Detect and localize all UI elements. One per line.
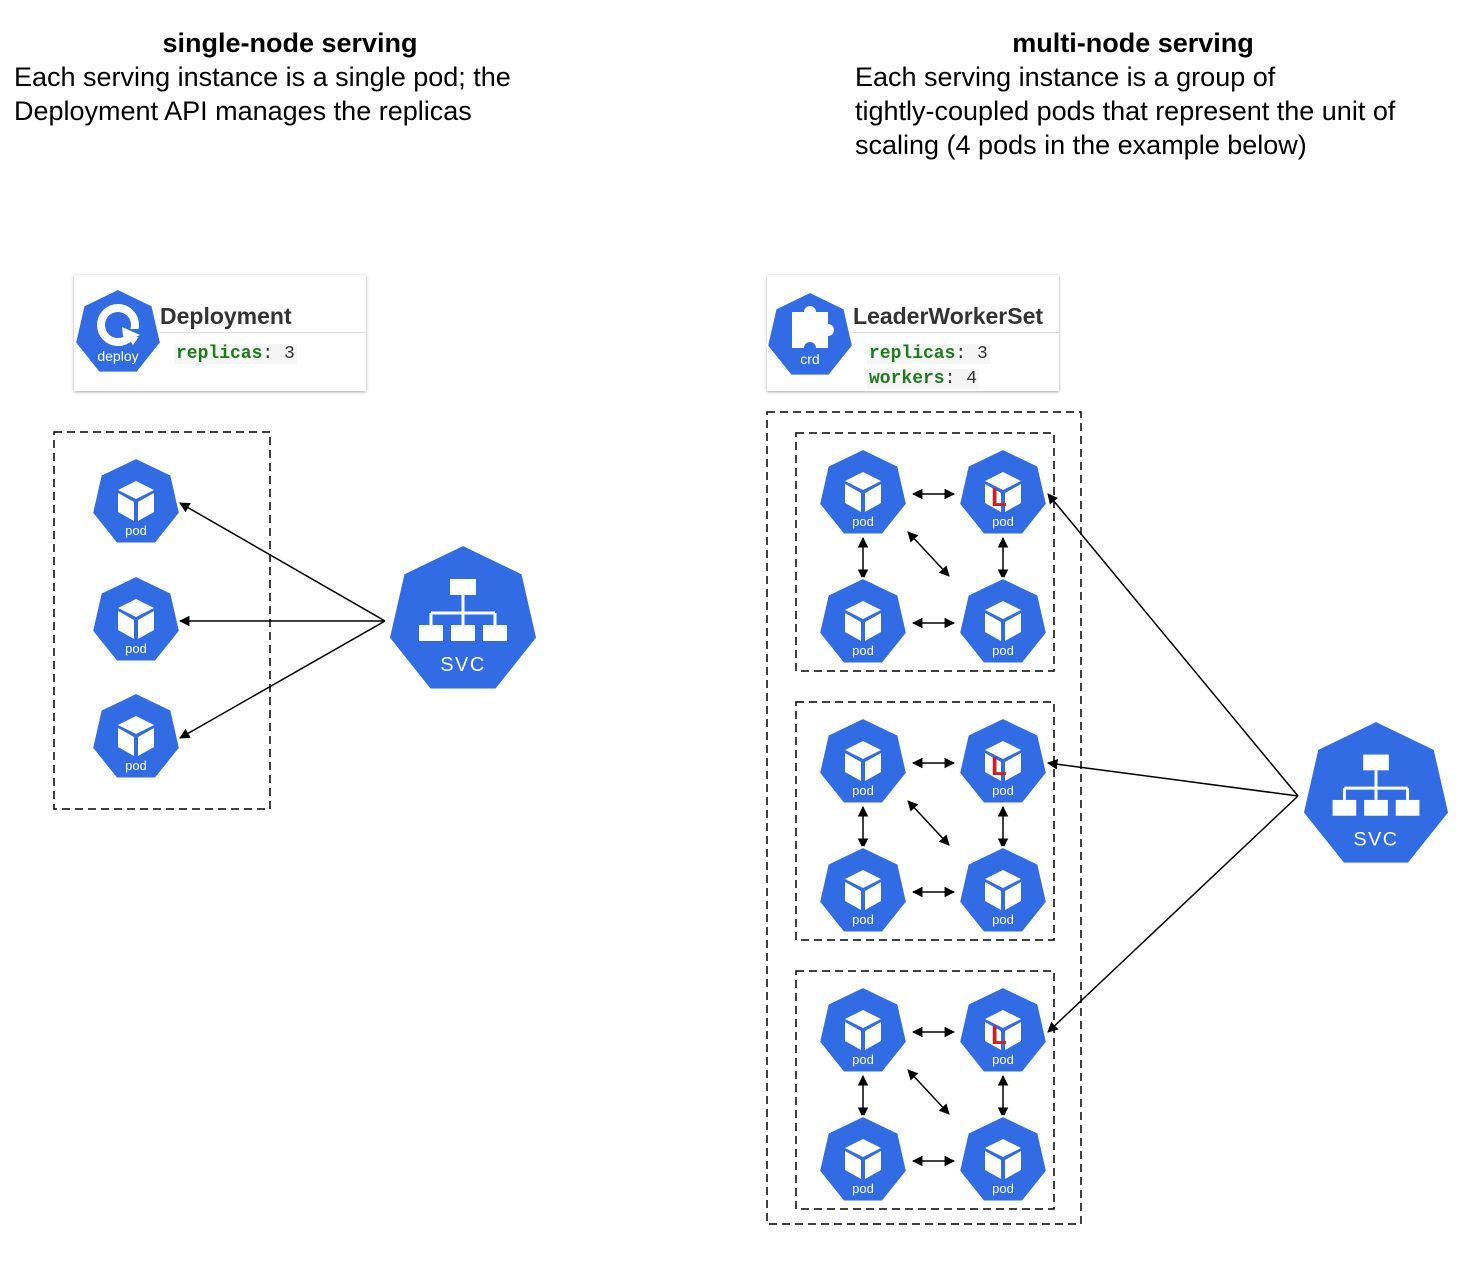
replicas-key: replicas [869, 344, 956, 364]
deployment-card-title: Deployment [160, 303, 292, 329]
svc-to-leader-arrow [1047, 493, 1299, 797]
leader-mark: L [991, 1020, 1007, 1050]
single-node-description-line: Each serving instance is a single pod; t… [14, 62, 511, 92]
pod-link-arrow [907, 531, 950, 577]
pod-icon: pod [818, 716, 908, 805]
lws-workers-field: workers: 4 [867, 369, 980, 389]
leader-pod-icon: pod L [958, 985, 1048, 1074]
leaderworkerset-outer-box [766, 411, 1082, 1225]
pod-icon: pod [958, 1114, 1048, 1203]
multi-node-heading: multi-node serving Each serving instance… [855, 26, 1455, 162]
crd-icon: crd [766, 290, 854, 377]
pod-group-box [795, 701, 1055, 941]
svc-to-leader-arrow [1046, 759, 1299, 797]
pod-label: pod [992, 912, 1014, 927]
leader-pod-icon: pod L [958, 447, 1048, 536]
deployment-replicas-field: replicas: 3 [174, 344, 297, 364]
svc-to-pod-arrow [179, 620, 386, 739]
pod-icon: pod [958, 576, 1048, 665]
multi-node-description-line: tightly-coupled pods that represent the … [855, 96, 1396, 126]
replicas-value: 3 [977, 344, 988, 364]
single-node-heading: single-node serving Each serving instanc… [14, 26, 574, 128]
multi-node-title: multi-node serving [1012, 28, 1254, 58]
svc-icon: SVC [1301, 719, 1451, 865]
leaderworkerset-card-title: LeaderWorkerSet [853, 303, 1044, 329]
svc-to-leader-arrow [1047, 795, 1299, 1033]
workers-value: 4 [966, 369, 978, 389]
pod-icon: pod [818, 447, 908, 536]
pod-label: pod [992, 1052, 1014, 1067]
icon-label: deploy [97, 348, 138, 364]
pod-label: pod [852, 783, 874, 798]
pod-label: pod [125, 523, 147, 538]
multi-node-description-line: Each serving instance is a group of [855, 62, 1276, 92]
pod-label: pod [852, 1181, 874, 1196]
pod-icon: pod [818, 1114, 908, 1203]
pod-icon: pod [818, 576, 908, 665]
deployment-card-divider [160, 332, 366, 333]
pod-group-box [795, 970, 1055, 1210]
deploy-icon: deploy [74, 287, 162, 374]
pod-icon: pod [818, 845, 908, 934]
pod-label: pod [992, 1181, 1014, 1196]
pod-label: pod [852, 912, 874, 927]
pod-group-box [795, 432, 1055, 672]
svc-label: SVC [440, 654, 486, 676]
leader-pod-icon: pod L [958, 716, 1048, 805]
pod-icon: pod [818, 985, 908, 1074]
pod-icon: pod [91, 574, 181, 663]
single-node-title: single-node serving [162, 28, 418, 58]
replicas-value: 3 [284, 344, 295, 364]
pod-label: pod [992, 643, 1014, 658]
replicas-key: replicas [176, 344, 263, 364]
leaderworkerset-card-divider [853, 332, 1059, 333]
pod-link-arrow [907, 1069, 950, 1115]
single-node-description-line: Deployment API manages the replicas [14, 96, 472, 126]
pod-label: pod [852, 643, 874, 658]
pod-label: pod [852, 514, 874, 529]
pod-label: pod [992, 783, 1014, 798]
svc-label: SVC [1353, 828, 1398, 850]
leader-mark: L [991, 482, 1007, 512]
pod-icon: pod [958, 845, 1048, 934]
lws-replicas-field: replicas: 3 [867, 344, 990, 364]
workers-key: workers [869, 369, 945, 389]
svc-icon: SVC [387, 543, 539, 691]
pod-icon: pod [91, 456, 181, 545]
pod-label: pod [992, 514, 1014, 529]
pod-link-arrow [907, 800, 950, 846]
svc-to-pod-arrow [179, 502, 386, 622]
pod-label: pod [125, 641, 147, 656]
multi-node-description-line: scaling (4 pods in the example below) [855, 130, 1307, 160]
pod-icon: pod [91, 691, 181, 780]
pod-label: pod [125, 758, 147, 773]
pod-label: pod [852, 1052, 874, 1067]
leader-mark: L [991, 751, 1007, 781]
icon-label: crd [800, 351, 819, 367]
